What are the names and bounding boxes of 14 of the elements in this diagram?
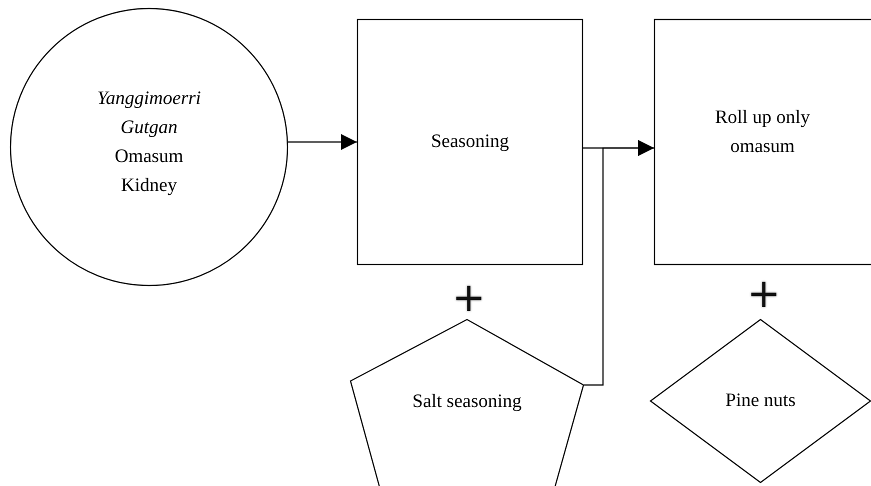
node-label: Salt seasoning [411,390,523,414]
ingredient-pentagon [350,319,584,486]
plus-sign: + [452,278,486,318]
plus-sign: + [747,274,781,314]
node-label: Pine nuts [724,389,797,413]
ingredient-diamond [650,319,871,483]
process-box [654,19,871,265]
arrow [288,134,357,150]
arrow [584,140,654,386]
node-label: Roll up only omasum [714,106,811,159]
node-label: Yanggimoerri Gutgan Omasum Kidney [97,87,201,198]
node-label: Seasoning [430,130,510,154]
process-box [357,19,583,265]
ingredient-circle [10,8,288,286]
